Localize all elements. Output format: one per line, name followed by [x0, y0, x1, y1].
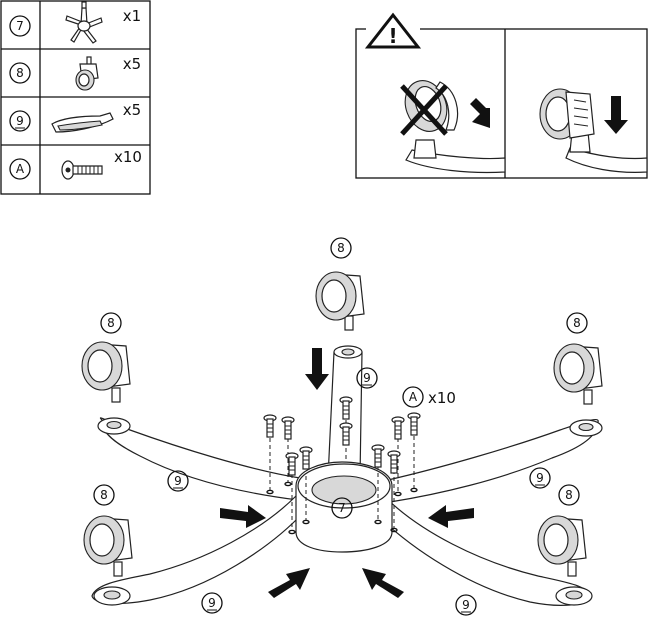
bolt-icon — [263, 414, 277, 438]
caster-bottom-right — [537, 515, 587, 577]
bolt-icon — [371, 444, 385, 468]
arrow-icon — [604, 96, 628, 134]
bolt-icon — [299, 446, 313, 470]
parts-list: 7 x1 8 x5 — [0, 0, 151, 195]
warning-panel: ! — [355, 12, 648, 179]
part-row-base: 7 x1 — [9, 1, 141, 44]
bolt-icon — [285, 452, 299, 476]
arrow-up-right-icon — [268, 568, 310, 598]
leg-label: 9 — [208, 596, 216, 610]
callout-labels: 8 8 8 8 8 9 9 9 9 9 — [93, 237, 588, 616]
bolt-icon — [61, 160, 103, 180]
bolt-icon — [407, 412, 421, 436]
leg-label: 9 — [462, 598, 470, 612]
bolt-label: A — [409, 390, 418, 404]
arrow-up-left-icon — [362, 568, 404, 598]
caster-wheel-icon — [75, 56, 99, 91]
caster-top — [315, 271, 365, 331]
star-base-hub — [295, 461, 393, 553]
part-qty: x10 — [114, 148, 142, 166]
caster-bottom-left — [83, 515, 133, 577]
caster-label: 8 — [573, 316, 581, 330]
incorrect-insertion-illustration — [400, 80, 506, 174]
leg-label: 9 — [536, 471, 544, 485]
bolt-icon — [339, 396, 353, 420]
arrow-icon — [470, 98, 490, 128]
caster-label: 8 — [565, 488, 573, 502]
leg-label: 9 — [363, 371, 371, 385]
arrow-left-icon — [428, 505, 474, 528]
warning-triangle-icon: ! — [364, 12, 422, 51]
base-label: 7 — [338, 501, 346, 515]
bolt-icon — [387, 450, 401, 474]
part-id-label: 7 — [16, 19, 24, 33]
caster-label: 8 — [107, 316, 115, 330]
bolt-icon — [391, 416, 405, 440]
arrow-right-icon — [220, 505, 266, 528]
warning-symbol: ! — [388, 24, 397, 48]
star-base-icon — [65, 1, 103, 44]
caster-top-left — [81, 341, 131, 403]
caster-top-right — [553, 343, 603, 405]
base-assembly-illustration: 8 8 8 8 8 9 9 9 9 9 — [81, 237, 603, 616]
part-row-bolt: A x10 — [9, 148, 142, 180]
caster-label: 8 — [337, 241, 345, 255]
part-id-label: A — [16, 162, 25, 176]
bolt-qty: x10 — [428, 389, 456, 407]
arrow-down-icon — [305, 348, 329, 390]
bolt-icon — [339, 422, 353, 446]
caster-label: 8 — [100, 488, 108, 502]
part-qty: x1 — [123, 7, 141, 25]
part-id-label: 8 — [16, 66, 24, 80]
leg-label: 9 — [174, 474, 182, 488]
bolt-guides — [266, 420, 418, 535]
part-id-label: 9 — [16, 114, 24, 128]
correct-insertion-illustration — [539, 88, 648, 173]
bolts — [263, 396, 421, 476]
part-row-caster: 8 x5 — [9, 55, 141, 91]
bolt-icon — [281, 416, 295, 440]
part-qty: x5 — [123, 101, 141, 119]
part-qty: x5 — [123, 55, 141, 73]
part-row-leg-cover: 9 x5 — [9, 101, 141, 133]
leg-cover-icon — [51, 112, 114, 133]
